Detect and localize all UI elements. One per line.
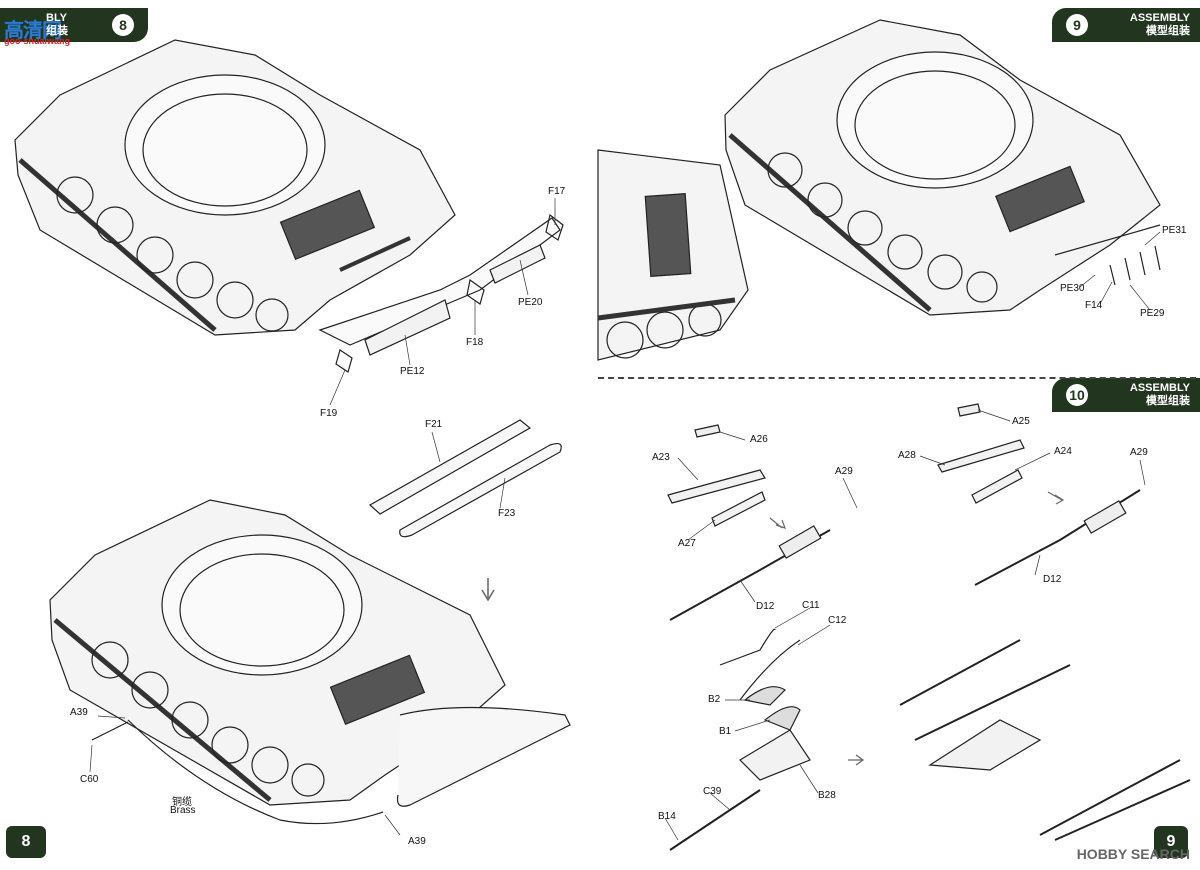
step-10-number: 10 [1066, 384, 1088, 406]
label-PE30: PE30 [1060, 283, 1085, 294]
detail-inset-step9 [597, 149, 749, 361]
leader-lines [89, 198, 1161, 841]
label-A29-right: A29 [1130, 447, 1148, 458]
roller-parts-step8 [368, 419, 562, 538]
step-8-number: 8 [112, 14, 134, 36]
label-PE20: PE20 [518, 297, 543, 308]
label-F23: F23 [498, 508, 516, 519]
label-B1: B1 [719, 726, 732, 737]
label-A29-left: A29 [835, 466, 853, 477]
label-A24: A24 [1054, 446, 1072, 457]
site-logo: 高清网 [4, 20, 62, 42]
page-number-right: 9 [1154, 826, 1188, 858]
label-PE12: PE12 [400, 366, 425, 377]
label-PE29: PE29 [1140, 308, 1165, 319]
tank-drawing-step9 [724, 19, 1161, 316]
label-F19: F19 [320, 408, 338, 419]
label-F21: F21 [425, 419, 443, 430]
label-F14: F14 [1085, 300, 1103, 311]
tank-drawing-step8-top [14, 39, 456, 336]
gun-assembly-step10-left [667, 424, 865, 851]
site-logo-sub: goo-shuaiwang [4, 36, 70, 46]
arrow-down-icon [481, 578, 495, 602]
label-C11: C11 [802, 600, 820, 611]
step-9-number: 9 [1066, 14, 1088, 36]
tank-drawing-step8-bottom [49, 499, 571, 825]
label-A28: A28 [898, 450, 916, 461]
label-B2: B2 [708, 694, 721, 705]
label-C39: C39 [703, 786, 722, 797]
label-F18: F18 [466, 337, 484, 348]
fender-parts-step8 [318, 213, 564, 373]
label-A39-top: A39 [70, 707, 88, 718]
label-A23: A23 [652, 452, 670, 463]
label-brass-en: Brass [170, 805, 196, 816]
page-number-left: 8 [6, 826, 46, 858]
label-D12-right: D12 [1043, 574, 1062, 585]
label-F17: F17 [548, 186, 566, 197]
label-D12-left: D12 [756, 601, 775, 612]
label-PE31: PE31 [1162, 225, 1187, 236]
label-B28: B28 [818, 790, 836, 801]
label-A26: A26 [750, 434, 768, 445]
gun-assembly-step10-right [899, 403, 1191, 841]
label-C60: C60 [80, 774, 99, 785]
label-A39-bottom: A39 [408, 836, 426, 847]
label-A27: A27 [678, 538, 696, 549]
step-divider [598, 377, 1196, 379]
label-A25: A25 [1012, 416, 1030, 427]
label-C12: C12 [828, 615, 847, 626]
label-B14: B14 [658, 811, 676, 822]
hobby-search-watermark: HOBBY SEARCH [1076, 846, 1190, 862]
label-brass-cn: 铜缆 [172, 797, 192, 808]
